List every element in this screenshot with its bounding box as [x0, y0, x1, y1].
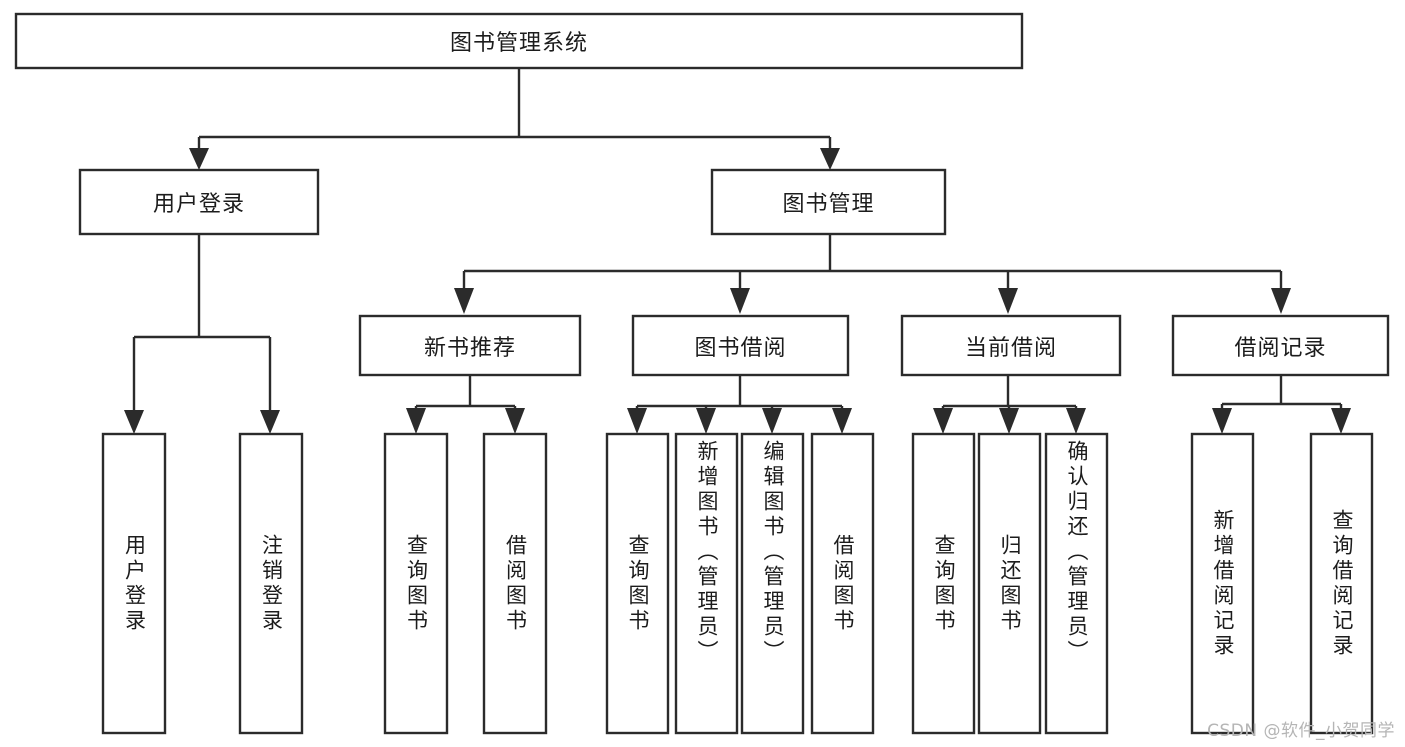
arrow-head-leaf-borrow-book — [832, 408, 852, 434]
connector-group-book-borrow — [627, 375, 852, 434]
arrow-head-book-borrow — [730, 288, 750, 314]
arrow-head-leaf-borrow-book-rec — [505, 408, 525, 434]
arrow-head-leaf-query-book-rec — [406, 408, 426, 434]
node-box-leaf-edit-book-admin[interactable] — [740, 432, 805, 735]
arrow-head-user-login — [189, 148, 209, 170]
node-box-leaf-query-book-rec[interactable] — [383, 432, 449, 735]
node-box-new-book-rec[interactable] — [358, 314, 582, 377]
arrow-head-leaf-query-borrow-record — [1331, 408, 1351, 434]
arrow-head-leaf-query-book-current — [933, 408, 953, 434]
arrow-head-leaf-return-book — [999, 408, 1019, 434]
arrow-head-borrow-record — [1271, 288, 1291, 314]
node-box-leaf-user-logout[interactable] — [238, 432, 304, 735]
node-box-book-manage[interactable] — [710, 168, 947, 236]
connector-group-user-login — [124, 234, 280, 434]
node-box-user-login[interactable] — [78, 168, 320, 236]
node-box-leaf-borrow-book[interactable] — [810, 432, 875, 735]
arrow-head-leaf-user-logout — [260, 410, 280, 434]
node-box-current-borrow[interactable] — [900, 314, 1122, 377]
node-box-book-borrow[interactable] — [631, 314, 850, 377]
node-box-borrow-record[interactable] — [1171, 314, 1390, 377]
arrow-head-leaf-add-borrow-record — [1212, 408, 1232, 434]
arrow-head-book-manage — [820, 148, 840, 170]
arrow-head-new-book-rec — [454, 288, 474, 314]
node-box-root[interactable] — [14, 12, 1024, 70]
connector-group-current-borrow — [933, 375, 1086, 434]
node-box-leaf-query-book-borrow[interactable] — [605, 432, 670, 735]
arrow-head-leaf-confirm-return-admin — [1066, 408, 1086, 434]
node-box-leaf-add-borrow-record[interactable] — [1190, 432, 1255, 735]
node-box-leaf-confirm-return-admin[interactable] — [1044, 432, 1109, 735]
watermark-text: CSDN @软件_小贺同学 — [1207, 721, 1395, 741]
node-box-leaf-return-book[interactable] — [977, 432, 1042, 735]
arrow-head-leaf-user-login — [124, 410, 144, 434]
arrow-head-leaf-edit-book-admin — [762, 408, 782, 434]
node-box-leaf-add-book-admin[interactable] — [674, 432, 739, 735]
arrow-head-leaf-add-book-admin — [696, 408, 716, 434]
connector-group-new-book-rec — [406, 375, 525, 434]
connector-group-borrow-record — [1212, 375, 1351, 434]
arrow-head-current-borrow — [998, 288, 1018, 314]
node-box-leaf-borrow-book-rec[interactable] — [482, 432, 548, 735]
node-box-leaf-query-book-current[interactable] — [911, 432, 976, 735]
connector-group-book-manage — [454, 234, 1291, 314]
node-box-leaf-user-login[interactable] — [101, 432, 167, 735]
arrow-head-leaf-query-book-borrow — [627, 408, 647, 434]
connector-group-root — [189, 68, 840, 170]
node-box-leaf-query-borrow-record[interactable] — [1309, 432, 1374, 735]
